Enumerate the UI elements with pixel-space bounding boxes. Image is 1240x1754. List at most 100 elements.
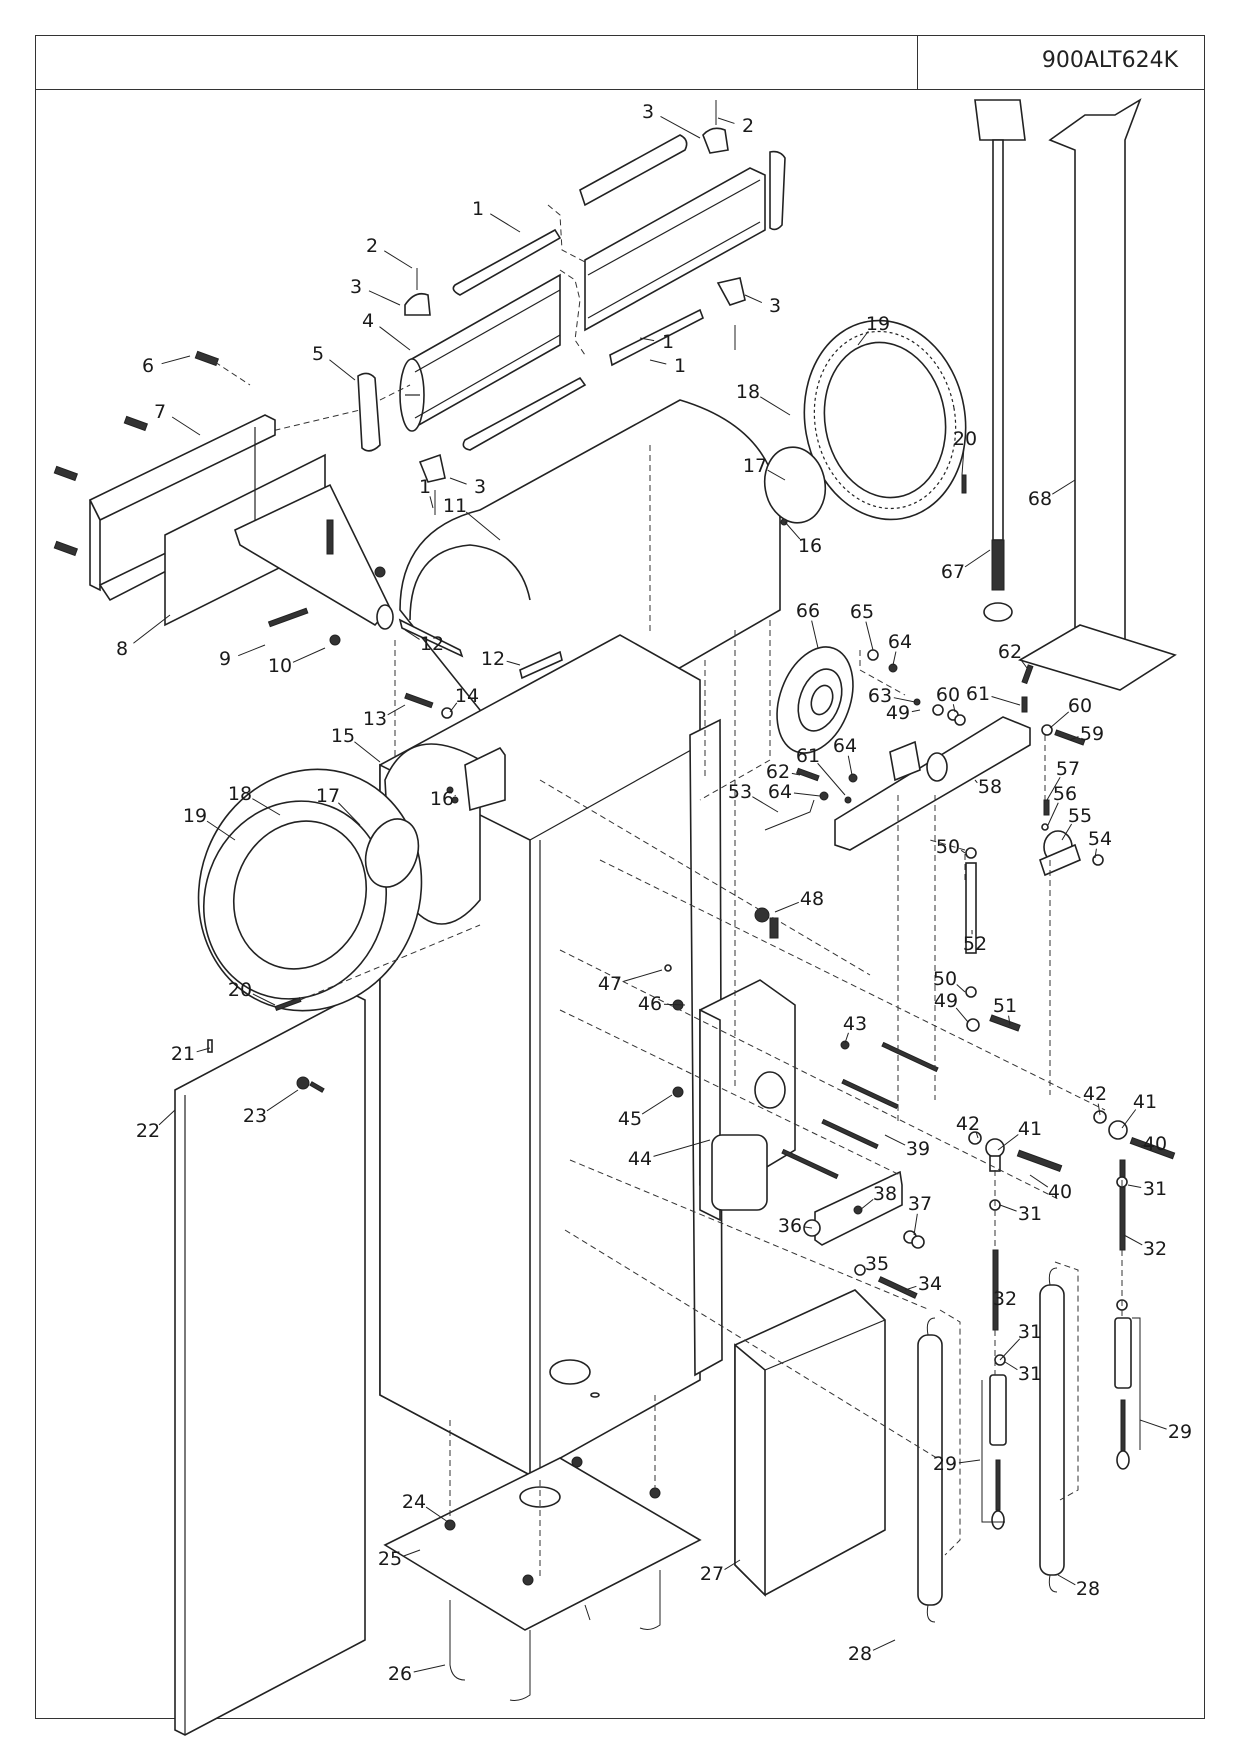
- callout-leader: [639, 337, 655, 342]
- callout-leader: [847, 755, 853, 776]
- callout-leader: [774, 901, 799, 913]
- callout-leader: [1069, 736, 1079, 741]
- callout-leader: [1057, 1574, 1076, 1586]
- callout-leader: [1127, 1184, 1142, 1189]
- callout-16: 16: [430, 788, 456, 810]
- callout-leader: [997, 1134, 1019, 1151]
- callout-32: 32: [1123, 1234, 1167, 1260]
- callout-leader: [252, 798, 281, 816]
- callout-31: 31: [1004, 1361, 1042, 1385]
- callout-number: 27: [700, 1563, 724, 1585]
- callout-leader: [996, 1289, 999, 1292]
- bolt-59: [1054, 729, 1086, 746]
- callout-number: 1: [472, 198, 484, 220]
- callout-leader: [1029, 1174, 1049, 1188]
- callout-leader: [404, 629, 420, 640]
- callout-54: 54: [1088, 828, 1112, 859]
- callout-number: 39: [906, 1138, 930, 1160]
- lever-assembly: [754, 646, 1104, 939]
- callout-23: 23: [243, 1089, 299, 1127]
- callout-40: 40: [1141, 1133, 1167, 1155]
- callout-number: 2: [742, 115, 754, 137]
- callout-68: 68: [1028, 479, 1076, 510]
- callout-number: 64: [888, 631, 912, 653]
- callout-leader: [872, 1639, 896, 1651]
- callout-number: 1: [674, 355, 686, 377]
- callout-leader: [999, 1338, 1021, 1361]
- callout-number: 19: [183, 805, 207, 827]
- callout-18: 18: [736, 381, 791, 416]
- callout-number: 14: [455, 685, 479, 707]
- callout-20: 20: [953, 428, 977, 476]
- callout-number: 45: [618, 1108, 642, 1130]
- callout-number: 41: [1018, 1118, 1042, 1140]
- callout-leader: [387, 704, 406, 716]
- callout-number: 37: [908, 1193, 932, 1215]
- left-disc-assembly: [197, 768, 481, 1012]
- nut-38: [853, 1205, 863, 1215]
- callout-17: 17: [316, 785, 361, 826]
- callout-12: 12: [404, 629, 444, 655]
- callout-number: 16: [430, 788, 454, 810]
- callout-leader: [449, 477, 467, 485]
- bolt-51: [989, 1014, 1021, 1032]
- drawing-frame: [35, 35, 1205, 1719]
- callout-65: 65: [850, 601, 874, 651]
- callout-leader: [904, 1285, 917, 1291]
- callout-59: 59: [1069, 723, 1104, 745]
- nut-24: [444, 1519, 456, 1531]
- callout-50: 50: [936, 836, 966, 858]
- callout-leader: [991, 696, 1021, 706]
- turnbuckle-29-left: [989, 1374, 1007, 1446]
- callout-number: 18: [228, 783, 252, 805]
- front-door: [174, 994, 366, 1736]
- callout-leader: [252, 993, 276, 1006]
- end-cap-bottom-right: [716, 277, 746, 306]
- callout-number: 31: [1018, 1363, 1042, 1385]
- motor-can: [711, 1134, 768, 1211]
- callout-number: 60: [1068, 695, 1092, 717]
- callout-leader: [292, 647, 326, 663]
- callout-3: 3: [744, 294, 781, 317]
- pedestal-68-base: [1018, 624, 1177, 691]
- callout-8: 8: [116, 614, 171, 660]
- callout-number: 12: [481, 648, 505, 670]
- washer-14: [441, 707, 453, 719]
- gearmotor-44: [664, 964, 939, 1222]
- callout-leader: [161, 355, 191, 365]
- callout-number: 67: [941, 561, 965, 583]
- callout-leader: [1052, 479, 1076, 495]
- callout-31: 31: [999, 1321, 1042, 1361]
- callout-24: 24: [402, 1491, 449, 1523]
- callout-leader: [956, 984, 966, 993]
- callout-leader: [266, 1089, 299, 1112]
- boom-far-end-plug: [769, 150, 786, 231]
- callout-leader: [975, 1131, 979, 1139]
- base-plate-assembly: [383, 1395, 702, 1701]
- bolt-62-right: [1021, 664, 1034, 685]
- callout-leader: [449, 702, 458, 713]
- callout-number: 48: [800, 888, 824, 910]
- callout-number: 68: [1028, 488, 1052, 510]
- callout-1: 1: [419, 476, 434, 509]
- callout-number: 20: [228, 979, 252, 1001]
- callout-leader: [1004, 1361, 1018, 1371]
- callout-number: 13: [363, 708, 387, 730]
- callout-number: 59: [1080, 723, 1104, 745]
- callout-number: 1: [419, 476, 431, 498]
- callout-number: 42: [956, 1113, 980, 1135]
- callout-leader: [724, 1559, 741, 1570]
- callout-leader: [961, 448, 965, 476]
- rod-end-49-bottom: [966, 1018, 980, 1032]
- callout-leader: [844, 1032, 849, 1044]
- callout-number: 18: [736, 381, 760, 403]
- bolt-39-top: [881, 1041, 939, 1073]
- callout-number: 38: [873, 1183, 897, 1205]
- callout-leader: [803, 1226, 813, 1229]
- callout-21: 21: [171, 1043, 211, 1065]
- callout-62: 62: [998, 641, 1028, 669]
- callout-leader: [1046, 777, 1061, 801]
- callout-18: 18: [228, 783, 281, 816]
